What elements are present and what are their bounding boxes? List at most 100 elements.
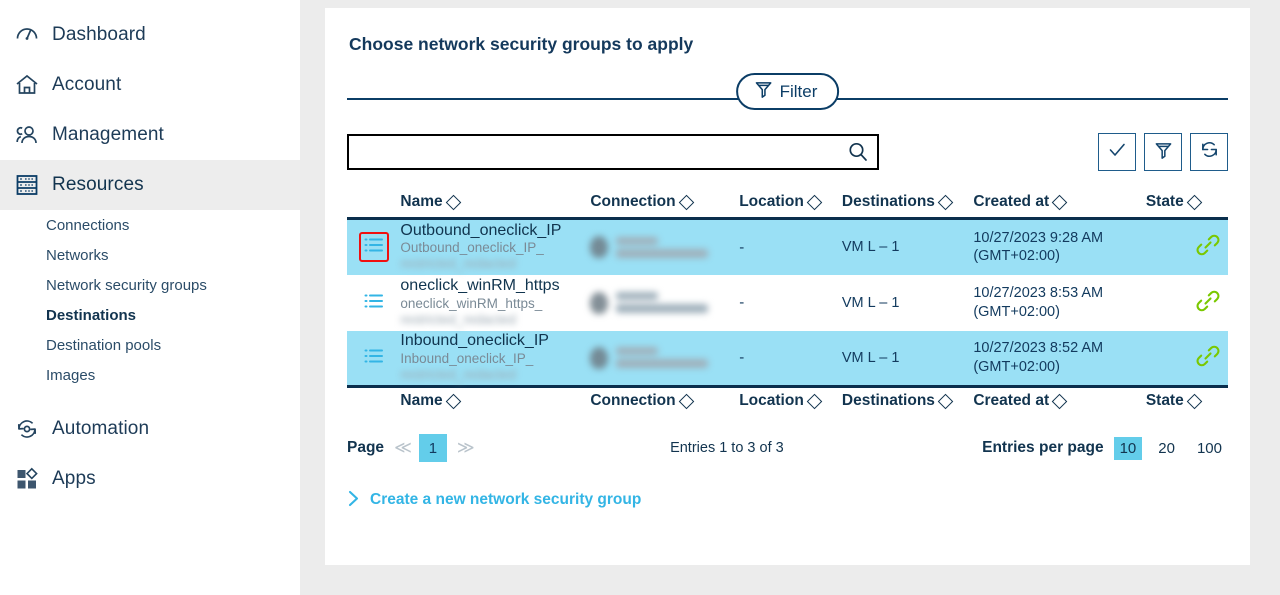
- cell-created-at: 10/27/2023 9:28 AM (GMT+02:00): [973, 219, 1146, 275]
- sort-icon[interactable]: [445, 194, 461, 210]
- sidebar-subitem-networks[interactable]: Networks: [46, 246, 109, 264]
- row-name-sub-redacted: restricted_redacted: [400, 311, 516, 327]
- check-button[interactable]: [1098, 133, 1136, 171]
- tf-created-at-label: Created at: [973, 392, 1050, 409]
- cell-connection: [590, 219, 739, 275]
- sidebar-item-management[interactable]: Management: [0, 110, 300, 160]
- cell-destinations: VM L – 1: [841, 349, 900, 366]
- cell-state[interactable]: [1146, 219, 1228, 275]
- funnel-icon: [1154, 140, 1173, 165]
- filter-button[interactable]: [1144, 133, 1182, 171]
- cell-connection: [590, 331, 739, 387]
- table-header: Name Connection Location Destinations Cr…: [347, 189, 1228, 219]
- sidebar-item-resources[interactable]: Resources: [0, 160, 300, 210]
- funnel-icon: [754, 79, 773, 104]
- cell-name: oneclick_winRM_https oneclick_winRM_http…: [400, 275, 590, 331]
- connection-text-redacted: [616, 347, 709, 369]
- pagination-right: Entries per page 10 20 100: [982, 436, 1228, 460]
- sidebar-subitem-images[interactable]: Images: [46, 366, 96, 384]
- list-icon[interactable]: [358, 232, 389, 263]
- link-icon[interactable]: [1194, 234, 1222, 262]
- page-title: Choose network security groups to apply: [349, 34, 694, 54]
- page-size-20[interactable]: 20: [1158, 439, 1175, 457]
- th-location[interactable]: Location: [739, 189, 842, 219]
- sidebar-item-automation[interactable]: Automation: [0, 404, 300, 454]
- tf-location[interactable]: Location: [739, 387, 842, 417]
- cell-state[interactable]: [1146, 331, 1228, 387]
- tf-name[interactable]: Name: [400, 387, 590, 417]
- row-menu-cell[interactable]: [347, 219, 400, 275]
- sort-icon[interactable]: [678, 393, 694, 409]
- cell-name: Outbound_oneclick_IP Outbound_oneclick_I…: [400, 219, 590, 275]
- sidebar-subitem-connections[interactable]: Connections: [46, 216, 130, 234]
- cell-location: -: [739, 349, 745, 367]
- row-menu-cell[interactable]: [347, 331, 400, 387]
- sort-icon[interactable]: [1051, 393, 1068, 409]
- th-connection-label: Connection: [590, 193, 676, 210]
- create-network-security-group-link[interactable]: Create a new network security group: [347, 490, 1228, 510]
- cell-destinations: VM L – 1: [841, 294, 900, 311]
- sort-icon[interactable]: [678, 194, 694, 210]
- sort-icon[interactable]: [1186, 393, 1202, 409]
- row-name: Outbound_oneclick_IP: [400, 221, 562, 239]
- sort-icon[interactable]: [806, 393, 823, 409]
- sort-icon[interactable]: [937, 393, 954, 409]
- sidebar-item-label: Automation: [52, 418, 150, 439]
- sidebar-subitem-destinations[interactable]: Destinations: [46, 306, 137, 324]
- sort-icon[interactable]: [445, 393, 461, 409]
- sidebar-item-label: Account: [52, 74, 122, 95]
- sidebar-subitem-destination-pools[interactable]: Destination pools: [46, 336, 162, 354]
- search-icon[interactable]: [847, 141, 869, 163]
- filter-toggle-button[interactable]: Filter: [735, 73, 840, 110]
- th-name[interactable]: Name: [400, 189, 590, 219]
- users-icon: [8, 120, 46, 150]
- sort-icon[interactable]: [937, 194, 954, 210]
- table-row[interactable]: Outbound_oneclick_IP Outbound_oneclick_I…: [347, 218, 1228, 275]
- cell-destinations: VM L – 1: [841, 239, 900, 256]
- sidebar-subnav: Connections Networks Network security gr…: [0, 210, 300, 390]
- row-menu-cell[interactable]: [347, 275, 400, 331]
- th-created-at[interactable]: Created at: [973, 189, 1146, 219]
- table-row[interactable]: Inbound_oneclick_IP Inbound_oneclick_IP_…: [347, 330, 1228, 387]
- list-icon[interactable]: [361, 345, 387, 371]
- search-box[interactable]: [347, 134, 879, 170]
- sort-icon[interactable]: [1186, 194, 1202, 210]
- next-page-button[interactable]: ≫: [456, 438, 475, 457]
- tf-created-at[interactable]: Created at: [973, 387, 1146, 417]
- page-size-10[interactable]: 10: [1113, 436, 1143, 460]
- pagination: Page ≪ 1 ≫ Entries 1 to 3 of 3 Entries p…: [347, 434, 1228, 462]
- sort-icon[interactable]: [1051, 194, 1068, 210]
- tf-connection[interactable]: Connection: [590, 387, 739, 417]
- sidebar-subitem-network-security-groups[interactable]: Network security groups: [46, 276, 207, 294]
- sidebar-item-apps[interactable]: Apps: [0, 454, 300, 504]
- first-page-button[interactable]: ≪: [394, 438, 412, 457]
- sidebar-item-account[interactable]: Account: [0, 60, 300, 110]
- cell-state[interactable]: [1146, 275, 1228, 331]
- table-row[interactable]: oneclick_winRM_https oneclick_winRM_http…: [347, 275, 1228, 331]
- th-connection[interactable]: Connection: [590, 189, 739, 219]
- page-number-1[interactable]: 1: [418, 434, 447, 462]
- avatar: [590, 291, 609, 314]
- th-destinations[interactable]: Destinations: [842, 189, 973, 219]
- refresh-button[interactable]: [1190, 133, 1228, 171]
- search-input[interactable]: [349, 136, 877, 168]
- tf-destinations[interactable]: Destinations: [842, 387, 973, 417]
- cell-created-at: 10/27/2023 8:53 AM (GMT+02:00): [973, 275, 1146, 331]
- sidebar-item-dashboard[interactable]: Dashboard: [0, 10, 300, 60]
- th-state[interactable]: State: [1146, 189, 1228, 219]
- created-at-tz: (GMT+02:00): [973, 358, 1060, 375]
- entries-summary: Entries 1 to 3 of 3: [670, 440, 784, 456]
- page-size-100[interactable]: 100: [1196, 439, 1222, 457]
- cell-name: Inbound_oneclick_IP Inbound_oneclick_IP_…: [400, 331, 590, 387]
- sort-icon[interactable]: [806, 194, 823, 210]
- link-icon[interactable]: [1194, 345, 1222, 373]
- th-name-label: Name: [400, 193, 443, 210]
- link-icon[interactable]: [1194, 290, 1222, 318]
- tf-state[interactable]: State: [1146, 387, 1228, 417]
- table-action-buttons: [1098, 133, 1228, 171]
- table-footer: Name Connection Location Destinations Cr…: [347, 386, 1228, 417]
- connection-redacted: [590, 291, 739, 314]
- list-icon[interactable]: [361, 290, 387, 316]
- tf-spacer: [347, 387, 400, 417]
